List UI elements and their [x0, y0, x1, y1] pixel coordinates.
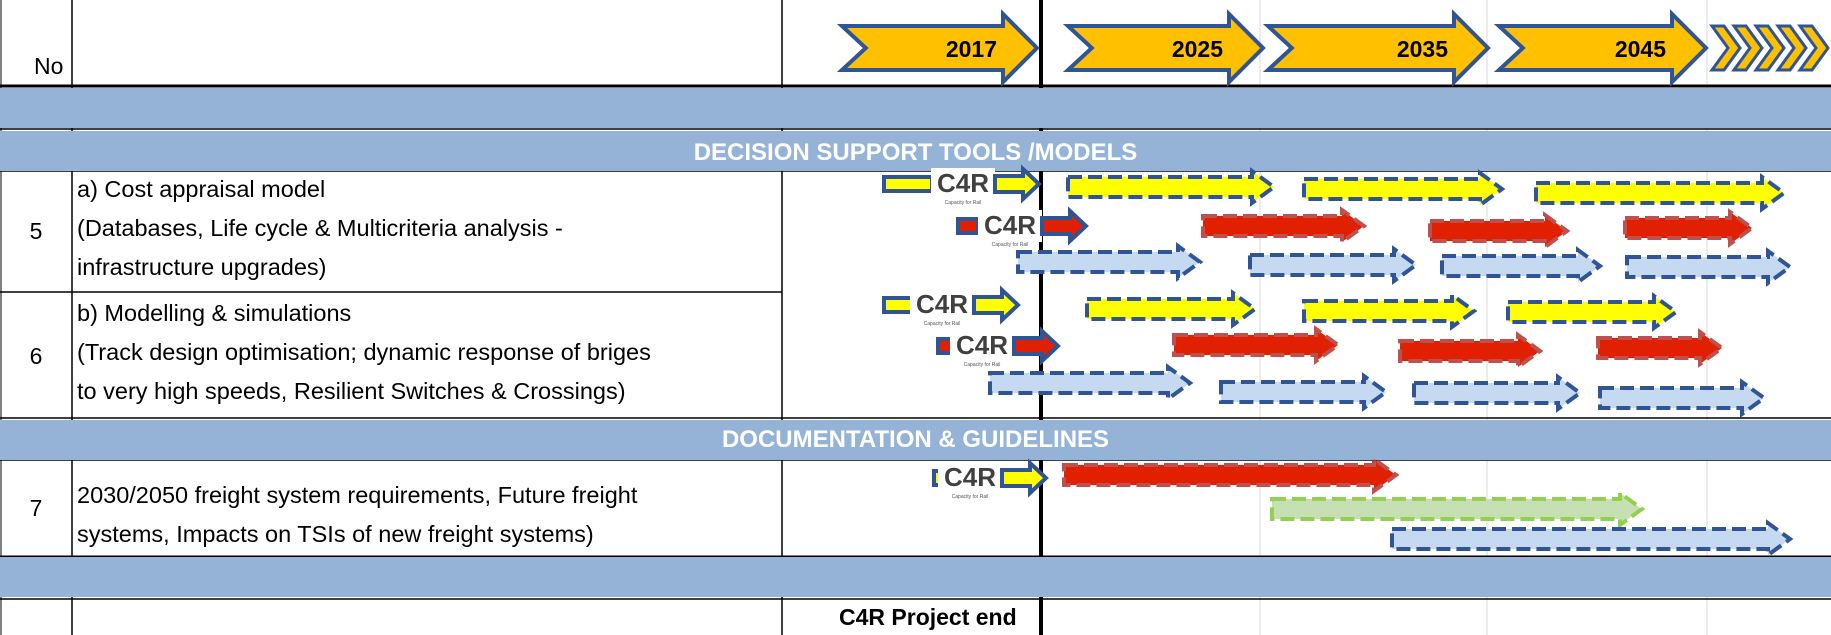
dashed-arrow-icon-22 — [1390, 519, 1794, 559]
year-chevron-icon-2 — [1262, 9, 1491, 87]
c4r-logo-text-1: C4R — [984, 210, 1036, 240]
logo-box-0 — [931, 168, 995, 200]
section-decision-support: DECISION SUPPORT TOOLS /MODELS — [0, 131, 1831, 171]
dashed-arrow-icon-7 — [1248, 245, 1420, 285]
logo-box-4 — [938, 462, 1002, 494]
dashed-arrow-icon-20 — [1062, 455, 1400, 495]
dashed-arrow-icon-15 — [1596, 328, 1726, 368]
c4r-logo-tagline-0: Capacity for Rail — [945, 200, 982, 206]
logo-lead-bar-2 — [882, 296, 914, 314]
dashed-arrow-icon-2 — [1534, 173, 1788, 213]
dashed-arrow-icon-14 — [1398, 331, 1544, 371]
row-7-line-1: 2030/2050 freight system requirements, F… — [77, 482, 638, 508]
dashed-arrow-icon-6 — [1016, 242, 1204, 282]
continuation-chevron-icon-0 — [1709, 24, 1742, 72]
row-6-line-1: b) Modelling & simulations — [77, 300, 352, 326]
c4r-arrow-icon-3 — [1012, 326, 1061, 366]
dashed-arrow-icon-4 — [1428, 211, 1571, 251]
dashed-arrow-icon-17 — [1219, 372, 1390, 412]
continuation-chevron-icon-2 — [1753, 24, 1786, 72]
dashed-arrow-icon-1 — [1302, 169, 1506, 209]
dashed-arrow-icon-12 — [1506, 292, 1680, 332]
year-label-3: 2045 — [1615, 36, 1666, 62]
continuation-chevron-icon-3 — [1775, 24, 1808, 72]
dashed-arrow-icon-16 — [988, 363, 1194, 403]
year-chevron-icon-0 — [836, 9, 1040, 87]
c4r-logo-text-0: C4R — [937, 168, 989, 198]
c4r-logo-tagline-2: Capacity for Rail — [924, 321, 961, 327]
row-number-7: 7 — [29, 495, 43, 521]
row-7-description: 2030/2050 freight system requirements, F… — [77, 476, 637, 554]
row-number-6: 6 — [29, 342, 43, 369]
dashed-arrow-icon-18 — [1412, 373, 1584, 413]
c4r-logo-text-3: C4R — [956, 330, 1008, 360]
logo-box-1 — [978, 210, 1042, 242]
row-number-5: 5 — [29, 218, 43, 244]
logo-lead-bar-1 — [956, 217, 980, 235]
dashed-arrow-icon-8 — [1440, 246, 1604, 286]
no-label: No — [34, 53, 64, 79]
continuation-chevron-icon-4 — [1797, 24, 1830, 72]
c4r-arrow-icon-2 — [972, 285, 1021, 325]
c4r-logo-tagline-3: Capacity for Rail — [964, 362, 1001, 368]
year-label-1: 2025 — [1172, 36, 1223, 62]
project-end-label: C4R Project end — [839, 604, 1017, 630]
row-6-line-2: (Track design optimisation; dynamic resp… — [77, 339, 651, 365]
logo-box-2 — [910, 289, 974, 321]
year-label-2: 2035 — [1397, 36, 1448, 62]
row-5-description: a) Cost appraisal model (Databases, Life… — [77, 170, 563, 287]
dashed-arrow-icon-5 — [1623, 208, 1756, 248]
dashed-arrow-icon-3 — [1201, 206, 1368, 246]
c4r-arrow-icon-0 — [993, 164, 1042, 204]
logo-box-3 — [950, 330, 1014, 362]
spacer-band-bottom — [0, 557, 1831, 597]
dashed-arrow-icon-0 — [1066, 167, 1278, 207]
row-5-line-1: a) Cost appraisal model — [77, 176, 326, 202]
dashed-arrow-icon-13 — [1172, 325, 1342, 365]
logo-lead-bar-0 — [882, 175, 934, 193]
dashed-arrow-icon-11 — [1302, 291, 1478, 331]
year-label-0: 2017 — [946, 36, 997, 62]
dashed-arrow-icon-10 — [1085, 289, 1259, 329]
row-6-line-3: to very high speeds, Resilient Switches … — [77, 378, 626, 404]
c4r-logo-text-2: C4R — [916, 289, 968, 319]
year-chevron-icon-3 — [1493, 9, 1709, 87]
c4r-arrow-icon-1 — [1040, 206, 1089, 246]
c4r-logo-text-4: C4R — [944, 462, 996, 492]
dashed-arrow-icon-9 — [1625, 247, 1794, 287]
row-6-description: b) Modelling & simulations (Track design… — [77, 294, 651, 411]
dashed-arrow-icon-19 — [1598, 378, 1768, 418]
c4r-logo-tagline-4: Capacity for Rail — [952, 494, 989, 500]
c4r-arrow-icon-4 — [1000, 458, 1049, 498]
dashed-arrow-icon-21 — [1270, 489, 1646, 529]
section-documentation: DOCUMENTATION & GUIDELINES — [0, 420, 1831, 460]
logo-lead-bar-3 — [936, 337, 954, 355]
row-7-line-2: systems, Impacts on TSIs of new freight … — [77, 521, 594, 547]
row-5-line-2: (Databases, Life cycle & Multicriteria a… — [77, 215, 563, 241]
column-header-no: No — [0, 0, 72, 86]
row-5-line-3: infrastructure upgrades) — [77, 254, 327, 280]
year-chevron-icon-1 — [1062, 9, 1266, 87]
continuation-chevron-icon-1 — [1731, 24, 1764, 72]
spacer-band-top — [0, 88, 1831, 128]
c4r-logo-tagline-1: Capacity for Rail — [992, 242, 1029, 248]
